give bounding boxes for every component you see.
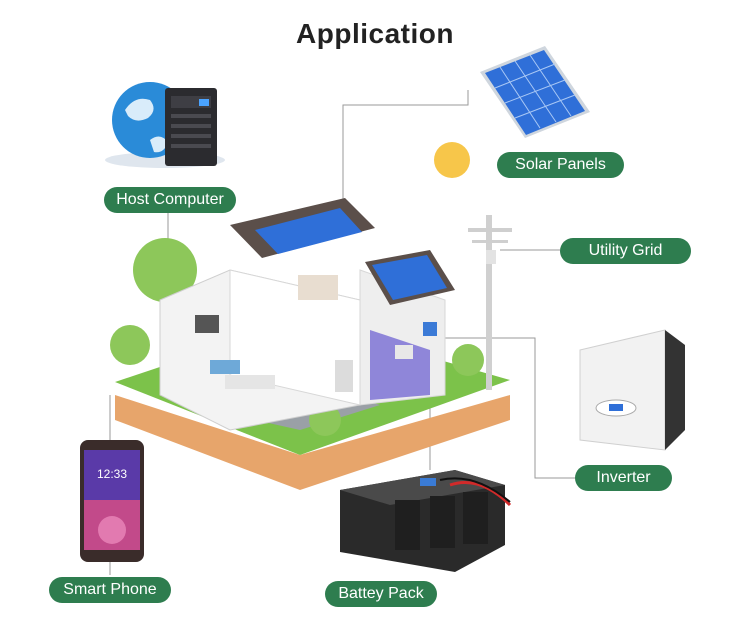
tree-icon [110, 238, 484, 436]
label-smart-phone: Smart Phone [49, 577, 171, 603]
phone-clock: 12:33 [97, 467, 127, 481]
label-battery-pack: Battey Pack [325, 581, 437, 607]
solar-panel-icon [480, 46, 590, 138]
sun-icon [434, 142, 470, 178]
page-title: Application [296, 18, 454, 49]
utility-pole-icon [468, 215, 512, 390]
label-host-computer: Host Computer [104, 187, 236, 213]
label-solar-panels: Solar Panels [497, 152, 624, 178]
label-utility-grid: Utility Grid [560, 238, 691, 264]
host-computer-icon [105, 82, 225, 168]
solar-panel-connector [342, 90, 469, 205]
battery-pack-icon [340, 470, 512, 572]
label-inverter: Inverter [575, 465, 672, 491]
inverter-icon [579, 329, 685, 451]
house-cutaway [159, 198, 455, 431]
smart-phone-icon: 12:33 [80, 440, 144, 562]
